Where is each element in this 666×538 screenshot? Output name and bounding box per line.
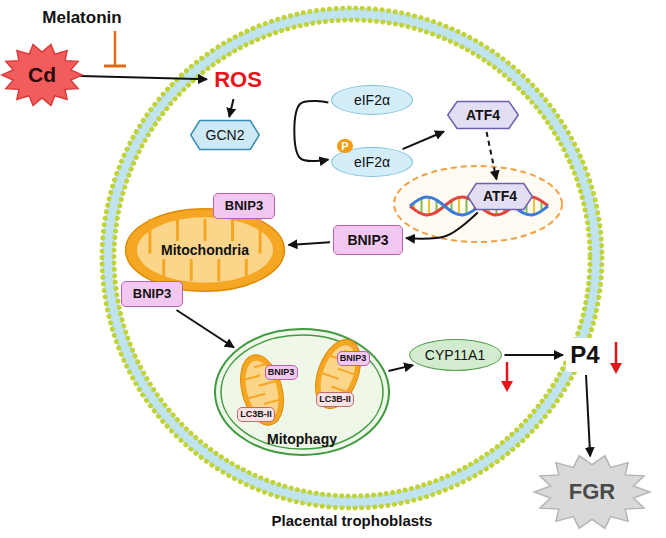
- decrease-arrow: [506, 362, 509, 383]
- arrow-connector: [487, 132, 497, 180]
- arrow-connector: [294, 101, 328, 161]
- protein-tag: LC3B-II: [237, 407, 275, 422]
- node-text: eIF2α: [354, 154, 390, 170]
- protein-box: BNIP3: [213, 193, 275, 219]
- nucleus-envelope: [394, 166, 562, 242]
- protein-tag: BNIP3: [337, 351, 370, 366]
- decrease-arrow: [615, 342, 618, 365]
- arrow-connector: [288, 242, 330, 245]
- protein-hexagon: ATF4: [447, 101, 519, 129]
- node-text: BNIP3: [340, 353, 367, 363]
- node-text: Mitochondria: [157, 241, 253, 259]
- membrane-inner-heads: [114, 20, 590, 496]
- inhibitor-name: Melatonin: [42, 8, 121, 28]
- node-text: LC3B-II: [319, 394, 351, 404]
- dna-rung: [458, 197, 460, 214]
- node-text: BNIP3: [225, 199, 263, 214]
- node-text: ROS: [214, 67, 262, 92]
- outcome-burst: FGR: [533, 454, 651, 530]
- inhibition-line: [114, 31, 117, 66]
- arrow-connector: [586, 375, 590, 456]
- protein-hexagon: GCN2: [190, 120, 260, 150]
- node-text: LC3B-II: [240, 409, 272, 419]
- enzyme-ellipse: CYP11A1: [409, 339, 502, 371]
- arrow-connector: [406, 213, 478, 239]
- phospho-mark: P: [337, 139, 352, 154]
- protein-box: BNIP3: [121, 281, 183, 307]
- node-text: ATF4: [466, 107, 500, 123]
- protein-tag: BNIP3: [265, 365, 298, 380]
- node-text: Mitophagy: [267, 431, 337, 447]
- membrane-outer-heads: [102, 8, 602, 508]
- node-text: Cd: [28, 63, 56, 87]
- arrow-connector: [176, 310, 233, 348]
- node-text: FGR: [569, 479, 615, 504]
- node-text: ATF4: [483, 188, 517, 204]
- node-text: BNIP3: [133, 287, 171, 302]
- autophagosome: Mitophagy BNIP3LC3B-II BNIP3LC3B-II: [214, 328, 390, 456]
- node-text: eIF2α: [354, 92, 390, 108]
- toxicant-burst: Cd: [1, 43, 83, 107]
- dna-rung: [428, 197, 430, 215]
- decrease-arrow-head: [610, 363, 622, 374]
- cell-type-caption: Placental trophoblasts: [269, 512, 436, 529]
- dna-rung: [533, 197, 535, 214]
- arrow-connector: [80, 76, 207, 79]
- node-text: BNIP3: [347, 232, 388, 248]
- protein-tag: LC3B-II: [316, 392, 354, 407]
- dna-rung: [466, 198, 468, 214]
- protein-hexagon: ATF4: [467, 183, 533, 210]
- arrow-connector: [388, 365, 413, 371]
- node-text: CYP11A1: [425, 347, 485, 363]
- dna-rung: [421, 198, 423, 214]
- node-text: P4: [570, 341, 599, 369]
- node-text: GCN2: [206, 127, 245, 143]
- arrow-connector: [505, 354, 564, 356]
- protein-box: BNIP3: [333, 225, 403, 255]
- decrease-arrow-head: [501, 381, 513, 392]
- inhibition-bar: [104, 65, 126, 68]
- protein-ellipse: eIF2α: [331, 85, 413, 115]
- arrow-connector: [229, 99, 233, 117]
- arrow-connector: [403, 132, 444, 150]
- membrane-tails: [108, 14, 596, 502]
- node-text: BNIP3: [268, 367, 295, 377]
- ros-label-node: ROS: [210, 64, 266, 96]
- hormone-label-node: P4: [566, 338, 604, 372]
